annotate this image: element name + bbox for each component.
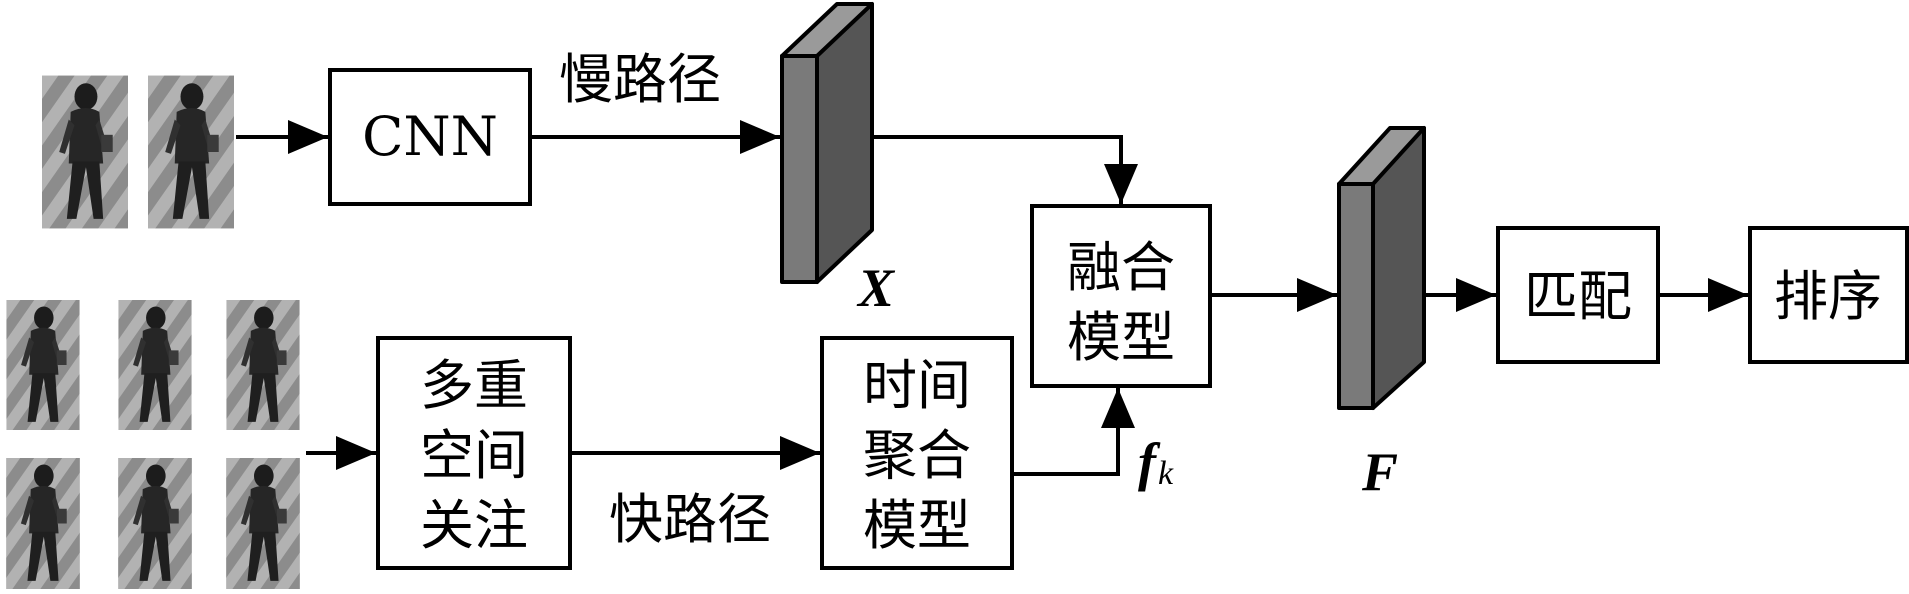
fast-input-frames	[6, 300, 300, 589]
feature-map-f	[1337, 126, 1426, 410]
variable-f-glyph: f	[1138, 432, 1161, 492]
temporal-aggregation-box	[820, 336, 1014, 570]
arrow-temporal-to-fusion	[1012, 388, 1135, 476]
cnn-box	[328, 68, 532, 206]
person-frame-image	[118, 300, 192, 430]
variable-k-subscript: k	[1158, 455, 1174, 492]
temporal-label-line2: 聚合	[863, 424, 971, 487]
cnn-label: CNN	[362, 105, 498, 168]
feature-map-f-front	[1337, 182, 1375, 410]
variable-fk-label: fk	[1138, 432, 1174, 492]
temporal-label-line3: 模型	[863, 494, 971, 557]
person-frame-image	[226, 300, 300, 430]
person-frame-image	[6, 458, 80, 589]
variable-x-label: X	[856, 258, 896, 318]
multi-spatial-attention-box	[376, 336, 572, 570]
feature-map-x-front	[780, 54, 819, 284]
person-frame-image	[226, 458, 300, 589]
person-frame-image	[118, 458, 192, 589]
matching-box	[1496, 226, 1660, 364]
feature-map-x	[780, 2, 874, 284]
slow-path-label: 慢路径	[559, 48, 721, 111]
multi-spatial-label-line2: 空间	[420, 424, 528, 487]
arrow-x-to-fusion	[872, 135, 1138, 204]
ranking-box	[1748, 226, 1909, 364]
fast-path-label: 快路径	[609, 488, 771, 551]
person-frame-image	[148, 75, 234, 229]
multi-spatial-label-line3: 关注	[420, 494, 528, 557]
person-frame-image	[42, 75, 128, 229]
fusion-label-line2: 模型	[1067, 306, 1175, 369]
temporal-label-line1: 时间	[863, 354, 971, 417]
variable-F-label: F	[1361, 442, 1398, 502]
slow-input-frames	[42, 75, 234, 229]
multi-spatial-label-line1: 多重	[420, 354, 528, 417]
fusion-label-line1: 融合	[1067, 236, 1175, 299]
matching-label: 匹配	[1524, 265, 1632, 328]
ranking-label: 排序	[1774, 265, 1882, 328]
person-frame-image	[6, 300, 80, 430]
